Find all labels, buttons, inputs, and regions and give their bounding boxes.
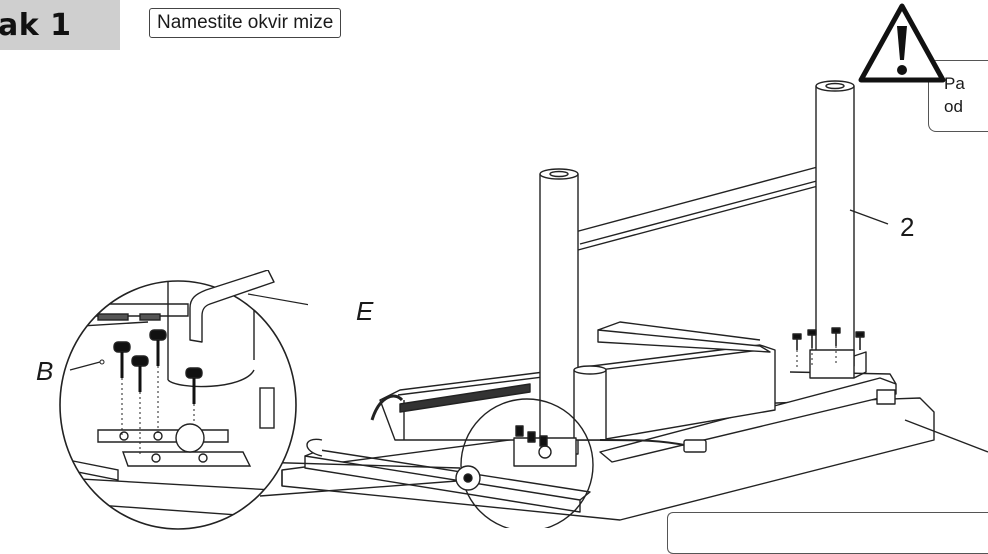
frame-back-rail (599, 377, 897, 463)
part-label-b: B (36, 356, 54, 386)
detail-view (59, 270, 308, 530)
zoom-circle (460, 398, 594, 528)
step-number-tab: ak 1 (0, 0, 120, 50)
part-label-e: E (356, 296, 374, 326)
crossbar (574, 164, 834, 251)
step-title: Namestite okvir mize (149, 8, 342, 38)
assembly-drawing (254, 80, 988, 528)
leg-column-right (815, 85, 855, 367)
step-number-label: ak 1 (0, 7, 72, 43)
part-label-2: 2 (900, 212, 915, 242)
warning-line-1: Pa (944, 74, 965, 93)
warning-icon (858, 3, 946, 83)
bottom-note-box (667, 512, 988, 554)
warning-text: Pa od (944, 72, 965, 118)
warning-line-2: od (944, 97, 963, 116)
leg-column-left (539, 173, 579, 455)
